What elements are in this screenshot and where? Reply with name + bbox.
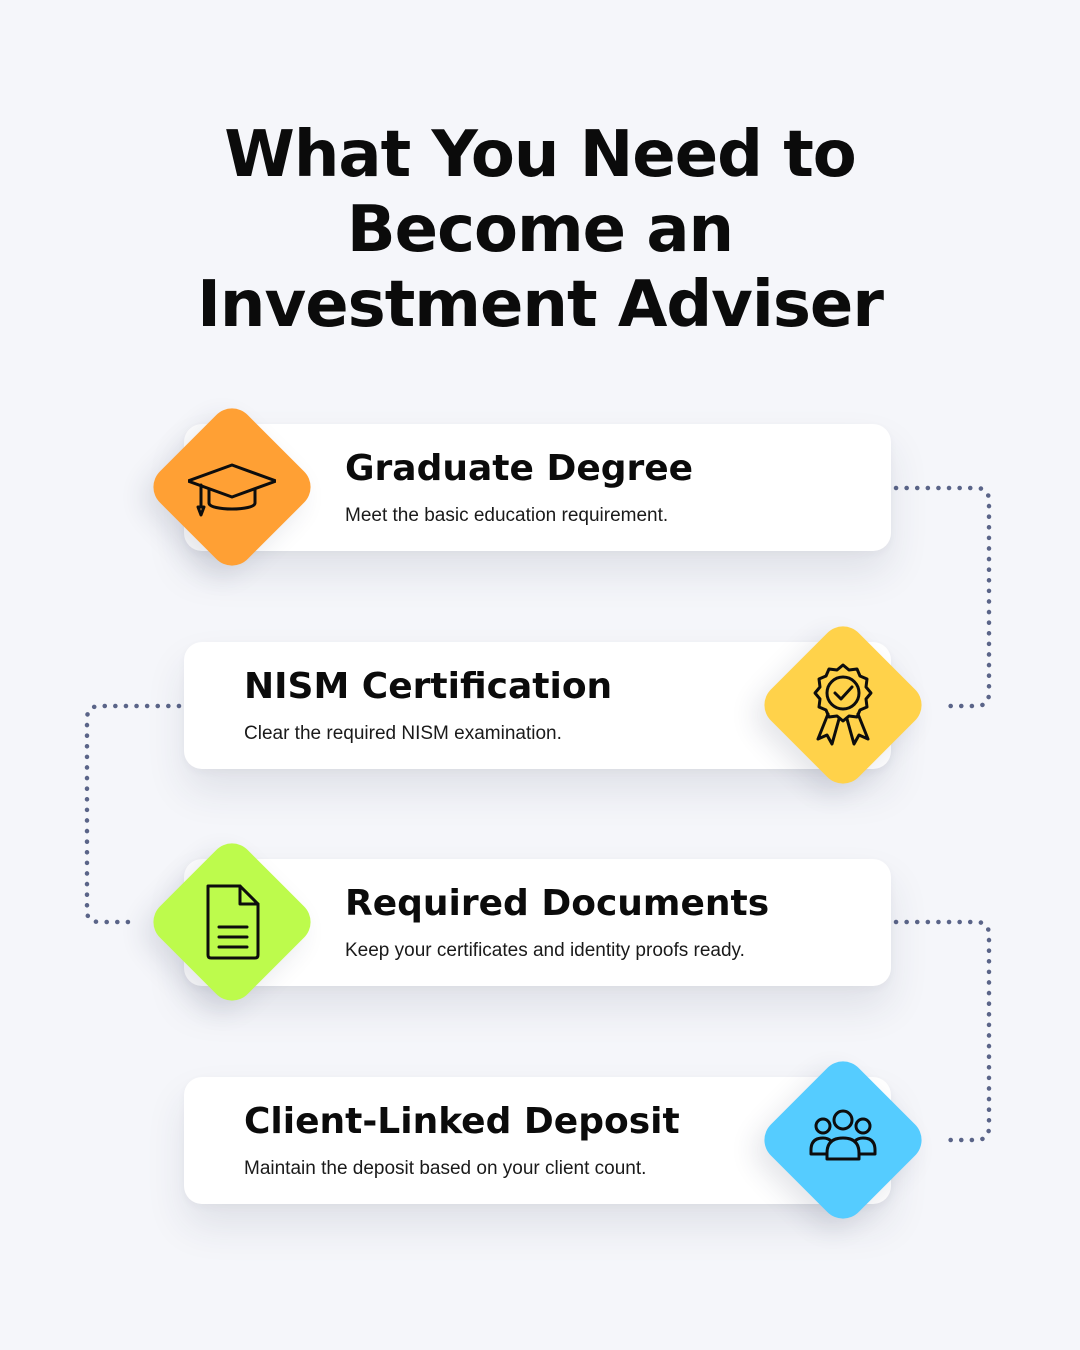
- step-card-graduate-degree: Graduate Degree Meet the basic education…: [184, 424, 891, 551]
- connector-step1-step2: [893, 485, 992, 709]
- users-group-icon: [809, 1109, 877, 1161]
- connector-step2-step3: [84, 703, 182, 925]
- step-description: Keep your certificates and identity proo…: [345, 940, 745, 961]
- title-line-2: Become an: [346, 193, 734, 267]
- connector-step3-step4: [893, 919, 992, 1143]
- graduation-cap-icon: [188, 463, 276, 517]
- step-badge-client-linked-deposit: [755, 1052, 931, 1228]
- step-title: Required Documents: [345, 883, 770, 924]
- step-description: Maintain the deposit based on your clien…: [244, 1158, 647, 1179]
- step-description: Clear the required NISM examination.: [244, 723, 562, 744]
- award-badge-icon: [813, 663, 873, 746]
- title-line-3: Investment Adviser: [197, 268, 884, 342]
- step-badge-graduate-degree: [144, 399, 320, 575]
- document-icon: [206, 884, 260, 960]
- step-badge-required-documents: [144, 834, 320, 1010]
- title-line-1: What You Need to: [224, 118, 857, 192]
- step-title: NISM Certification: [244, 666, 613, 707]
- page-title: What You Need to Become an Investment Ad…: [0, 118, 1080, 343]
- step-title: Graduate Degree: [345, 448, 694, 489]
- step-title: Client-Linked Deposit: [244, 1101, 680, 1142]
- step-description: Meet the basic education requirement.: [345, 505, 669, 526]
- step-badge-nism-certification: [755, 617, 931, 793]
